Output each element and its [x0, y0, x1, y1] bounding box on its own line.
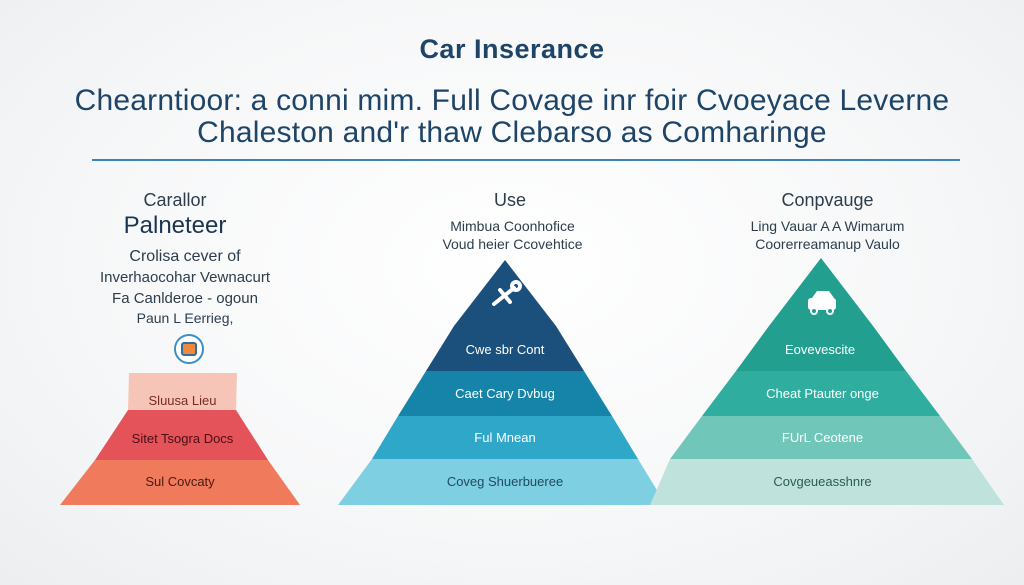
pyramid-3-layer-3-label: FUrL Ceotene — [781, 430, 864, 445]
column-3-desc-line-2: Coorerreamanup Vaulo — [755, 236, 900, 252]
pyramid-2-layer-3 — [372, 416, 638, 459]
pyramid-2-layer-1 — [426, 326, 584, 371]
pyramid-2-layer-2 — [398, 371, 612, 416]
pyramid-1-layer-1 — [128, 373, 237, 410]
page-subtitle-line-2: Chaleston and'r thaw Clebarso as Comhari… — [197, 116, 827, 149]
column-1-heading-1: Carallor — [143, 190, 207, 210]
pyramid-3-layer-2 — [702, 371, 940, 416]
pyramid-1-layer-3-label: Sul Covcaty — [145, 474, 215, 489]
car-icon — [808, 291, 836, 315]
title-divider — [92, 159, 960, 161]
pyramid-1-layer-2-label: Sitet Tsogra Docs — [131, 431, 234, 446]
pyramid-2-layer-1-label: Cwe sbr Cont — [465, 342, 545, 357]
page-subtitle-line-1: Chearntioor: a conni mim. Full Covage in… — [74, 84, 950, 117]
pyramid-3-layer-1-label: Eovevescite — [784, 342, 856, 357]
wrench-icon — [492, 280, 522, 306]
column-1-desc-line-4: Paun L Eerrieg, — [136, 310, 234, 326]
pyramid-3-layer-4 — [650, 459, 1004, 505]
column-1-heading-2: Palneteer — [123, 212, 227, 239]
pyramid-1 — [60, 373, 300, 505]
shield-badge-icon — [174, 334, 204, 364]
pyramid-2-layer-3-label: Ful Mnean — [474, 430, 536, 445]
pyramid-2 — [338, 260, 666, 505]
column-2-heading: Use — [493, 190, 526, 210]
pyramid-1-layer-1-label: Sluusa Lieu — [148, 393, 217, 408]
column-3-desc-line-1: Ling Vauar A A Wimarum — [750, 218, 905, 234]
pyramid-3 — [650, 258, 1004, 505]
pyramid-3-layer-2-label: Cheat Ptauter onge — [766, 386, 879, 401]
column-1-desc-line-1: Crolisa cever of — [129, 248, 241, 265]
column-1-desc-line-3: Fa Canlderoe - ogoun — [112, 290, 258, 307]
pyramid-3-layer-4-label: Covgeueasshnre — [773, 474, 872, 489]
pyramid-1-layer-3 — [60, 460, 300, 505]
pyramid-2-layer-2-label: Caet Cary Dvbug — [455, 386, 555, 401]
column-2-desc-line-2: Voud heier Ccovehtice — [442, 236, 583, 252]
column-1-desc-line-2: Inverhaocohar Vewnacurt — [99, 269, 271, 286]
page-title: Car Inserance — [419, 34, 605, 64]
pyramid-2-layer-4-label: Coveg Shuerbueree — [446, 474, 564, 489]
pyramid-2-layer-4 — [338, 459, 666, 505]
pyramid-1-layer-2 — [95, 410, 268, 460]
column-3-heading: Conpvauge — [781, 190, 874, 210]
pyramid-3-layer-1 — [736, 326, 906, 371]
pyramid-3-layer-3 — [670, 416, 972, 459]
column-2-desc-line-1: Mimbua Coonhofice — [450, 218, 575, 234]
